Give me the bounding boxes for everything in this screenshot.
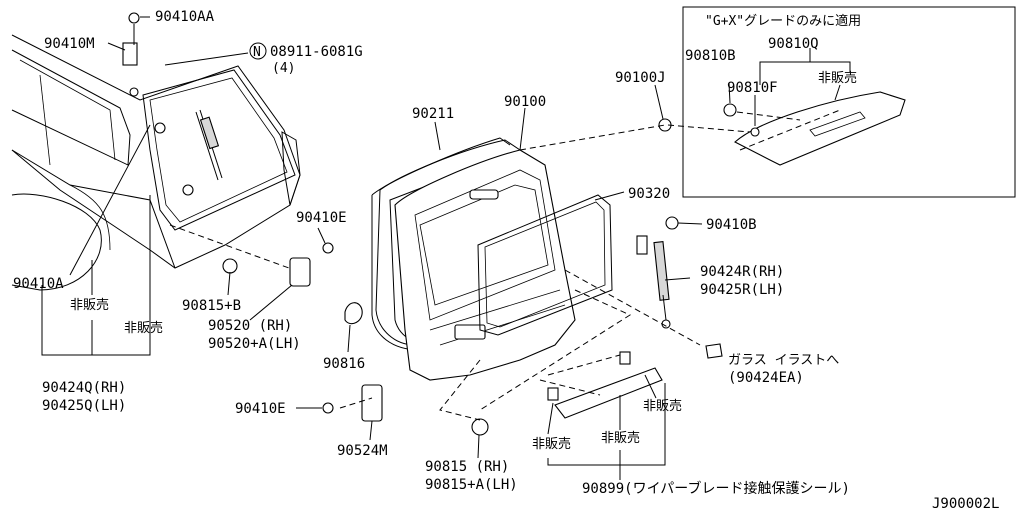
label-08911-qty: (4) bbox=[272, 61, 295, 76]
label-90899: 90899(ワイパーブレード接触保護シール) bbox=[582, 480, 850, 497]
label-inset-not-for-sale: 非販売 bbox=[818, 70, 857, 86]
label-not-for-sale-3: 非販売 bbox=[532, 436, 571, 452]
seal-clip-icon bbox=[619, 351, 631, 365]
inset-title: "G+X"グレードのみに適用 bbox=[705, 13, 861, 29]
label-90424Q: 90424Q(RH) bbox=[42, 380, 126, 396]
diagram-code: J900002L bbox=[932, 496, 999, 512]
stop-lamp-icon bbox=[469, 189, 499, 200]
bolt-icon bbox=[129, 87, 139, 97]
label-08911-circle: N bbox=[253, 45, 261, 60]
label-90410B: 90410B bbox=[706, 217, 757, 233]
label-not-for-sale-2: 非販売 bbox=[124, 320, 163, 336]
label-not-for-sale-4: 非販売 bbox=[601, 430, 640, 446]
label-not-for-sale-1: 非販売 bbox=[70, 297, 109, 313]
bolt-icon bbox=[322, 242, 334, 254]
bumper-stop-icon bbox=[222, 258, 238, 274]
back-door-illustration bbox=[289, 118, 723, 436]
label-90520: 90520 (RH) bbox=[208, 318, 292, 334]
nut-icon bbox=[723, 103, 737, 117]
n-circle-icon bbox=[249, 42, 267, 60]
bolt-icon bbox=[665, 216, 679, 230]
label-90410E-top: 90410E bbox=[296, 210, 347, 226]
cover-icon bbox=[344, 302, 363, 325]
label-90410E-bottom: 90410E bbox=[235, 401, 286, 417]
label-90100J: 90100J bbox=[615, 70, 666, 86]
gas-strut-icon bbox=[199, 116, 220, 150]
label-not-for-sale-5: 非販売 bbox=[643, 398, 682, 414]
label-90810B: 90810B bbox=[685, 48, 736, 64]
label-90810Q: 90810Q bbox=[768, 36, 819, 52]
protective-seal-icon bbox=[554, 367, 663, 419]
inset-box bbox=[667, 6, 1016, 198]
striker-icon bbox=[361, 384, 383, 422]
label-90815A: 90815+A(LH) bbox=[425, 477, 518, 493]
label-90410M: 90410M bbox=[44, 36, 95, 52]
latch-icon bbox=[289, 257, 311, 287]
part-labels: 90410AA 90410M N 08911-6081G (4) 90211 9… bbox=[13, 9, 999, 512]
label-glass-ref-code: (90424EA) bbox=[728, 370, 804, 386]
label-90424R: 90424R(RH) bbox=[700, 264, 784, 280]
leader-lines bbox=[41, 16, 851, 480]
strut-bracket-icon bbox=[636, 235, 648, 255]
label-90524M: 90524M bbox=[337, 443, 388, 459]
label-90816: 90816 bbox=[323, 356, 365, 372]
license-lamp-icon bbox=[454, 324, 486, 340]
label-90211: 90211 bbox=[412, 106, 454, 122]
label-90410AA: 90410AA bbox=[155, 9, 215, 25]
ball-stud-icon bbox=[154, 122, 166, 134]
label-08911: 08911-6081G bbox=[270, 44, 363, 60]
label-90815B: 90815+B bbox=[182, 298, 241, 314]
label-90410A: 90410A bbox=[13, 276, 64, 292]
glass-reference-arrow-icon bbox=[705, 343, 723, 359]
gas-strut-icon bbox=[653, 241, 670, 301]
hinge-icon bbox=[122, 42, 138, 66]
garnish-panel-icon bbox=[734, 91, 906, 166]
bolt-icon bbox=[322, 402, 334, 414]
label-90810F: 90810F bbox=[727, 80, 778, 96]
label-90520A: 90520+A(LH) bbox=[208, 336, 301, 352]
label-90425R: 90425R(LH) bbox=[700, 282, 784, 298]
seal-clip-icon bbox=[547, 387, 559, 401]
ball-stud-icon bbox=[182, 184, 194, 196]
bolt-icon bbox=[128, 12, 140, 24]
label-glass-ref: ガラス イラストへ bbox=[728, 353, 839, 368]
bumper-rubber-icon bbox=[471, 418, 489, 436]
label-90100: 90100 bbox=[504, 94, 546, 110]
vehicle-rear-illustration bbox=[11, 12, 301, 291]
label-90815: 90815 (RH) bbox=[425, 459, 509, 475]
clip-icon bbox=[750, 127, 760, 137]
label-90425Q: 90425Q(LH) bbox=[42, 398, 126, 414]
label-90320: 90320 bbox=[628, 186, 670, 202]
